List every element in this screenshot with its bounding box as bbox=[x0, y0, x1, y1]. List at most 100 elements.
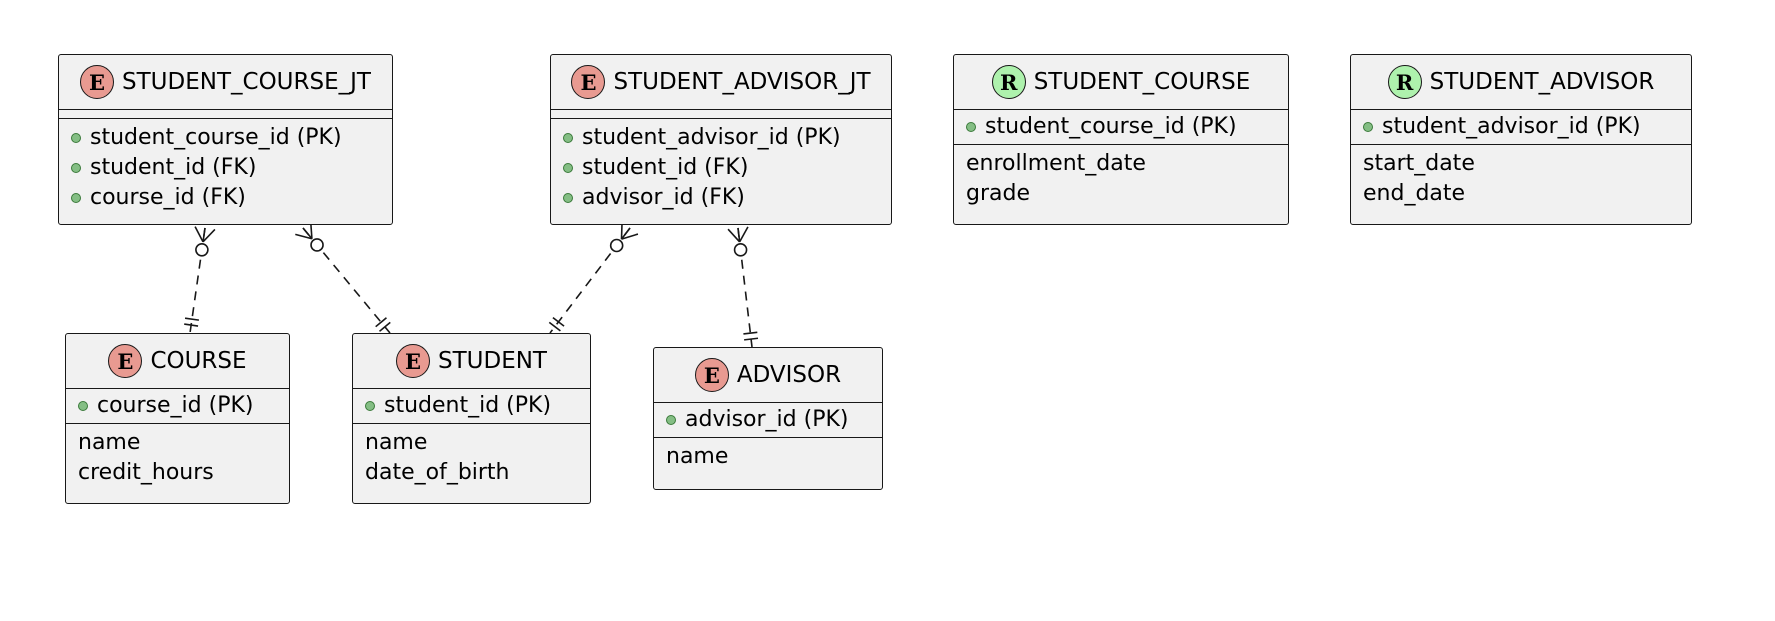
entity-title: STUDENT_ADVISOR_JT bbox=[613, 69, 871, 95]
key-list: student_course_id (PK) bbox=[954, 110, 1288, 144]
divider bbox=[954, 144, 1288, 145]
one-cardinality-bar bbox=[184, 317, 200, 321]
key-row: course_id (PK) bbox=[78, 391, 279, 421]
entity-advisor[interactable]: E ADVISOR advisor_id (PK) name bbox=[653, 347, 883, 490]
zero-cardinality-circle bbox=[609, 238, 624, 253]
attribute-label: name bbox=[365, 430, 428, 455]
entity-type-badge-icon: E bbox=[396, 344, 430, 378]
key-dot-icon bbox=[365, 401, 375, 411]
attribute-label: credit_hours bbox=[78, 460, 214, 485]
key-row: student_id (FK) bbox=[563, 153, 881, 183]
attribute-list: name credit_hours bbox=[66, 424, 289, 488]
attribute-label: name bbox=[666, 444, 729, 469]
key-dot-icon bbox=[78, 401, 88, 411]
key-row: student_course_id (PK) bbox=[966, 112, 1278, 142]
divider bbox=[353, 423, 590, 424]
divider bbox=[1351, 144, 1691, 145]
entity-student-advisor-jt[interactable]: E STUDENT_ADVISOR_JT student_advisor_id … bbox=[550, 54, 892, 225]
relationship-type-badge-icon: R bbox=[991, 65, 1026, 99]
zero-cardinality-circle bbox=[733, 243, 748, 257]
one-cardinality-bar bbox=[184, 323, 199, 327]
attribute-label: start_date bbox=[1363, 151, 1475, 176]
key-label: student_advisor_id (PK) bbox=[582, 125, 841, 150]
key-list: advisor_id (PK) bbox=[654, 403, 882, 437]
divider bbox=[59, 109, 392, 118]
divider bbox=[551, 118, 891, 119]
key-label: student_course_id (PK) bbox=[90, 125, 342, 150]
key-row: student_course_id (PK) bbox=[71, 123, 382, 153]
entity-header: E COURSE bbox=[66, 334, 289, 388]
key-label: course_id (PK) bbox=[97, 393, 254, 418]
entity-type-badge-icon: E bbox=[80, 65, 115, 99]
attribute-label: date_of_birth bbox=[365, 460, 510, 485]
entity-course[interactable]: E COURSE course_id (PK) name credit_hour… bbox=[65, 333, 290, 504]
zero-cardinality-circle bbox=[310, 238, 324, 252]
key-label: student_advisor_id (PK) bbox=[1382, 114, 1641, 139]
key-dot-icon bbox=[666, 415, 676, 425]
crows-foot-mark bbox=[295, 233, 313, 240]
entity-header: E ADVISOR bbox=[654, 348, 882, 402]
divider bbox=[1351, 109, 1691, 110]
key-dot-icon bbox=[563, 193, 573, 203]
key-list: course_id (PK) bbox=[66, 389, 289, 423]
divider bbox=[954, 109, 1288, 110]
key-label: student_id (FK) bbox=[582, 155, 749, 180]
key-row: student_advisor_id (PK) bbox=[1363, 112, 1681, 142]
key-row: student_id (PK) bbox=[365, 391, 580, 421]
divider bbox=[654, 437, 882, 438]
entity-header: R STUDENT_COURSE bbox=[954, 55, 1288, 109]
one-cardinality-bar bbox=[375, 317, 387, 328]
zero-cardinality-circle bbox=[195, 242, 209, 257]
key-dot-icon bbox=[563, 133, 573, 143]
one-cardinality-bar bbox=[743, 331, 758, 335]
entity-title: ADVISOR bbox=[736, 362, 842, 388]
entity-title: STUDENT bbox=[438, 348, 547, 374]
key-row: student_advisor_id (PK) bbox=[563, 123, 881, 153]
key-dot-icon bbox=[71, 193, 81, 203]
attribute-label: end_date bbox=[1363, 181, 1466, 206]
attribute-label: enrollment_date bbox=[966, 151, 1146, 176]
key-row: course_id (FK) bbox=[71, 183, 382, 213]
entity-header: E STUDENT bbox=[353, 334, 590, 388]
crows-foot-mark bbox=[738, 226, 749, 243]
entity-type-badge-icon: E bbox=[694, 358, 729, 392]
divider bbox=[66, 388, 289, 389]
crows-foot-mark bbox=[727, 228, 741, 243]
attribute-list: name bbox=[654, 438, 882, 472]
attribute-list: enrollment_date grade bbox=[954, 145, 1288, 209]
crows-foot-mark bbox=[202, 227, 206, 242]
key-row: advisor_id (FK) bbox=[563, 183, 881, 213]
divider bbox=[59, 118, 392, 119]
divider bbox=[551, 109, 891, 118]
attribute-label: grade bbox=[966, 181, 1030, 206]
attribute-list: name date_of_birth bbox=[353, 424, 590, 488]
crows-foot-mark bbox=[620, 227, 631, 240]
crows-foot-mark bbox=[302, 227, 313, 240]
key-dot-icon bbox=[1363, 122, 1373, 132]
crows-foot-mark bbox=[194, 226, 204, 243]
crows-foot-mark bbox=[202, 228, 216, 243]
key-label: student_id (PK) bbox=[384, 393, 552, 418]
attribute-label: name bbox=[78, 430, 141, 455]
key-row: advisor_id (PK) bbox=[666, 405, 872, 435]
key-list: student_course_id (PK) student_id (FK) c… bbox=[59, 119, 392, 217]
one-cardinality-bar bbox=[744, 337, 759, 341]
one-cardinality-bar bbox=[552, 316, 565, 327]
one-cardinality-bar bbox=[378, 321, 391, 332]
key-label: advisor_id (PK) bbox=[685, 407, 849, 432]
entity-title: STUDENT_COURSE bbox=[1033, 69, 1251, 95]
key-list: student_advisor_id (PK) bbox=[1351, 110, 1691, 144]
divider bbox=[353, 388, 590, 389]
key-row: student_id (FK) bbox=[71, 153, 382, 183]
entity-student[interactable]: E STUDENT student_id (PK) name date_of_b… bbox=[352, 333, 591, 504]
entity-title: STUDENT_ADVISOR bbox=[1429, 69, 1655, 95]
key-list: student_advisor_id (PK) student_id (FK) … bbox=[551, 119, 891, 217]
entity-student-course-jt[interactable]: E STUDENT_COURSE_JT student_course_id (P… bbox=[58, 54, 393, 225]
crows-foot-mark bbox=[621, 233, 639, 240]
entity-student-course[interactable]: R STUDENT_COURSE student_course_id (PK) … bbox=[953, 54, 1289, 225]
entity-header: E STUDENT_COURSE_JT bbox=[59, 55, 392, 109]
entity-type-badge-icon: E bbox=[108, 344, 143, 378]
entity-student-advisor[interactable]: R STUDENT_ADVISOR student_advisor_id (PK… bbox=[1350, 54, 1692, 225]
key-dot-icon bbox=[563, 163, 573, 173]
